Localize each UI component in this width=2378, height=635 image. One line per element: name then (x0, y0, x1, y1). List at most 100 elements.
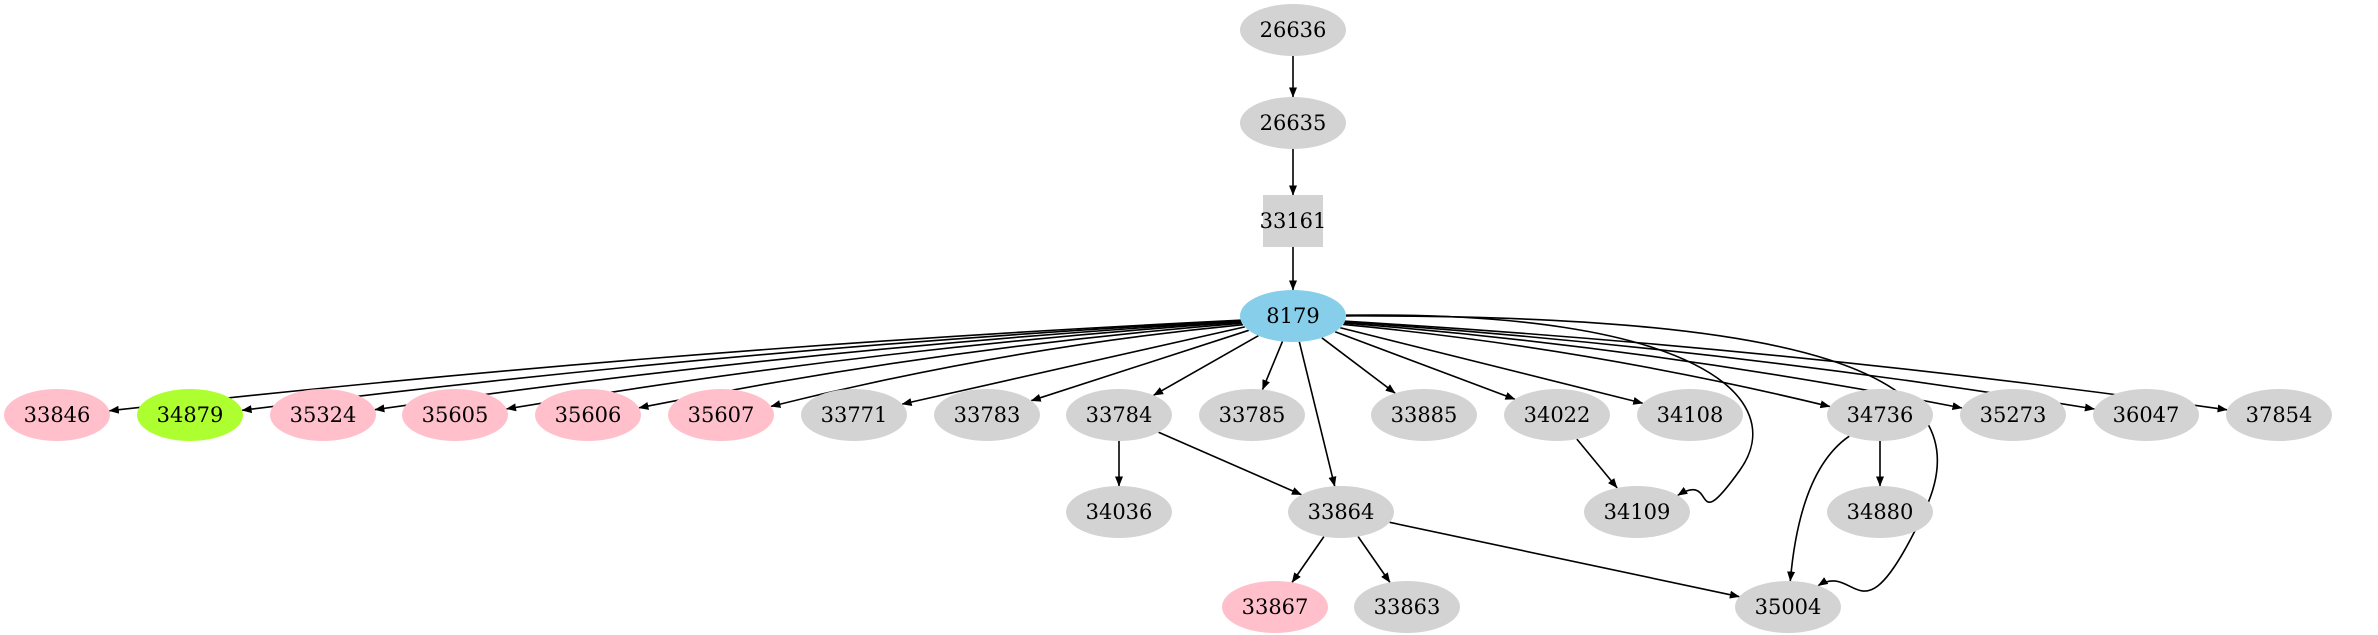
node-shape-33785 (1199, 389, 1305, 441)
node-label-33846: 33846 (24, 403, 91, 427)
node-shape-34109 (1584, 486, 1690, 538)
node-shape-35273 (1960, 389, 2066, 441)
edge-8179-to-33771 (901, 326, 1246, 406)
node-label-35606: 35606 (555, 403, 622, 427)
node-shape-33863 (1354, 581, 1460, 633)
node-shape-33161 (1263, 195, 1323, 247)
node-label-8179: 8179 (1266, 304, 1319, 328)
node-label-33785: 33785 (1219, 403, 1286, 427)
node-35004[interactable]: 35004 (1735, 581, 1841, 633)
node-shape-26636 (1240, 4, 1346, 56)
node-35273[interactable]: 35273 (1960, 389, 2066, 441)
node-shape-33771 (801, 389, 907, 441)
node-shape-37854 (2226, 389, 2332, 441)
node-shape-34879 (137, 389, 243, 441)
node-35605[interactable]: 35605 (402, 389, 508, 441)
edge-8179-to-34108 (1340, 327, 1644, 405)
node-label-36047: 36047 (2113, 403, 2180, 427)
node-shape-35324 (270, 389, 376, 441)
node-label-33863: 33863 (1374, 595, 1441, 619)
edge-8179-to-33784 (1153, 334, 1259, 397)
node-label-35605: 35605 (422, 403, 489, 427)
node-shape-8179 (1240, 290, 1346, 342)
node-label-33784: 33784 (1086, 403, 1153, 427)
node-shape-26635 (1240, 97, 1346, 149)
edge-8179-to-33885 (1321, 337, 1396, 394)
node-26636[interactable]: 26636 (1240, 4, 1346, 56)
node-label-34022: 34022 (1524, 403, 1591, 427)
node-33771[interactable]: 33771 (801, 389, 907, 441)
node-33161[interactable]: 33161 (1260, 195, 1327, 247)
node-label-26636: 26636 (1260, 18, 1327, 42)
edge-8179-to-33864 (1298, 341, 1337, 487)
node-33885[interactable]: 33885 (1371, 389, 1477, 441)
node-shape-33864 (1288, 486, 1394, 538)
node-shape-35607 (668, 389, 774, 441)
node-shape-34036 (1066, 486, 1172, 538)
node-34036[interactable]: 34036 (1066, 486, 1172, 538)
node-label-35607: 35607 (688, 403, 755, 427)
edge-8179-to-35324 (374, 320, 1242, 413)
node-33784[interactable]: 33784 (1066, 389, 1172, 441)
node-shape-35004 (1735, 581, 1841, 633)
node-34022[interactable]: 34022 (1504, 389, 1610, 441)
edge-8179-to-35004 (1345, 315, 1939, 592)
node-shape-34108 (1637, 389, 1743, 441)
node-label-33771: 33771 (821, 403, 888, 427)
node-34736[interactable]: 34736 (1827, 389, 1933, 441)
node-shape-33783 (934, 389, 1040, 441)
edge-8179-to-34109 (1345, 314, 1754, 503)
node-label-34036: 34036 (1086, 500, 1153, 524)
edge-33784-to-33864 (1158, 431, 1302, 496)
node-33785[interactable]: 33785 (1199, 389, 1305, 441)
node-26635[interactable]: 26635 (1240, 97, 1346, 149)
node-label-35324: 35324 (290, 403, 357, 427)
node-33846[interactable]: 33846 (4, 389, 110, 441)
node-shape-33846 (4, 389, 110, 441)
node-33864[interactable]: 33864 (1288, 486, 1394, 538)
node-label-37854: 37854 (2246, 403, 2313, 427)
edge-8179-to-33785 (1261, 341, 1284, 390)
node-label-33783: 33783 (954, 403, 1021, 427)
edge-33864-to-33867 (1291, 536, 1325, 583)
node-label-35273: 35273 (1980, 403, 2047, 427)
node-shape-34880 (1827, 486, 1933, 538)
edge-33864-to-33863 (1357, 536, 1391, 583)
node-label-34108: 34108 (1657, 403, 1724, 427)
node-33863[interactable]: 33863 (1354, 581, 1460, 633)
node-34880[interactable]: 34880 (1827, 486, 1933, 538)
node-34109[interactable]: 34109 (1584, 486, 1690, 538)
edges-layer (108, 56, 2228, 599)
edge-8179-to-33783 (1030, 329, 1250, 402)
node-shape-36047 (2093, 389, 2199, 441)
node-shape-35605 (402, 389, 508, 441)
node-shape-35606 (535, 389, 641, 441)
edge-8179-to-34022 (1334, 331, 1516, 400)
node-shape-34022 (1504, 389, 1610, 441)
nodes-layer: 26636 26635 33161 8179 33846 34879 35324 35605 3… (4, 4, 2332, 633)
node-35324[interactable]: 35324 (270, 389, 376, 441)
node-label-33867: 33867 (1242, 595, 1309, 619)
edge-34736-to-35004 (1787, 435, 1850, 582)
node-35607[interactable]: 35607 (668, 389, 774, 441)
node-label-34109: 34109 (1604, 500, 1671, 524)
edge-34022-to-34109 (1576, 438, 1618, 489)
node-34879[interactable]: 34879 (137, 389, 243, 441)
node-35606[interactable]: 35606 (535, 389, 641, 441)
node-8179[interactable]: 8179 (1240, 290, 1346, 342)
node-label-34736: 34736 (1847, 403, 1914, 427)
node-shape-34736 (1827, 389, 1933, 441)
edge-33864-to-35004 (1389, 521, 1740, 599)
node-37854[interactable]: 37854 (2226, 389, 2332, 441)
edge-8179-to-36047 (1344, 321, 2095, 412)
node-label-33885: 33885 (1391, 403, 1458, 427)
node-label-34880: 34880 (1847, 500, 1914, 524)
node-shape-33867 (1222, 581, 1328, 633)
node-33867[interactable]: 33867 (1222, 581, 1328, 633)
node-shape-33885 (1371, 389, 1477, 441)
node-34108[interactable]: 34108 (1637, 389, 1743, 441)
node-33783[interactable]: 33783 (934, 389, 1040, 441)
edge-8179-to-34736 (1343, 323, 1831, 409)
node-36047[interactable]: 36047 (2093, 389, 2199, 441)
